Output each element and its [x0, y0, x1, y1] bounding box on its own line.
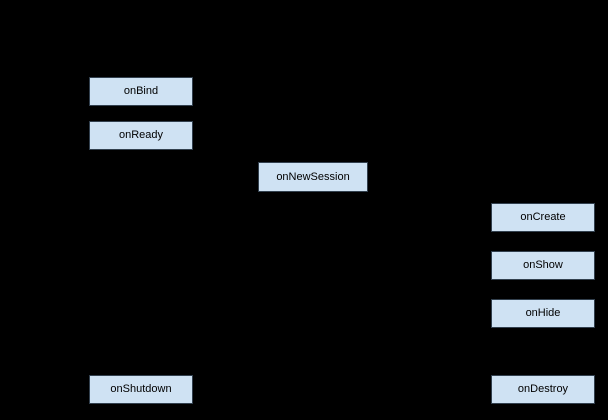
node-onnewsession: onNewSession [258, 162, 368, 192]
node-onshow: onShow [491, 251, 595, 280]
node-oncreate: onCreate [491, 203, 595, 232]
node-onshutdown: onShutdown [89, 375, 193, 404]
node-onhide: onHide [491, 299, 595, 328]
node-onready: onReady [89, 121, 193, 150]
node-ondestroy: onDestroy [491, 375, 595, 404]
node-onbind: onBind [89, 77, 193, 106]
